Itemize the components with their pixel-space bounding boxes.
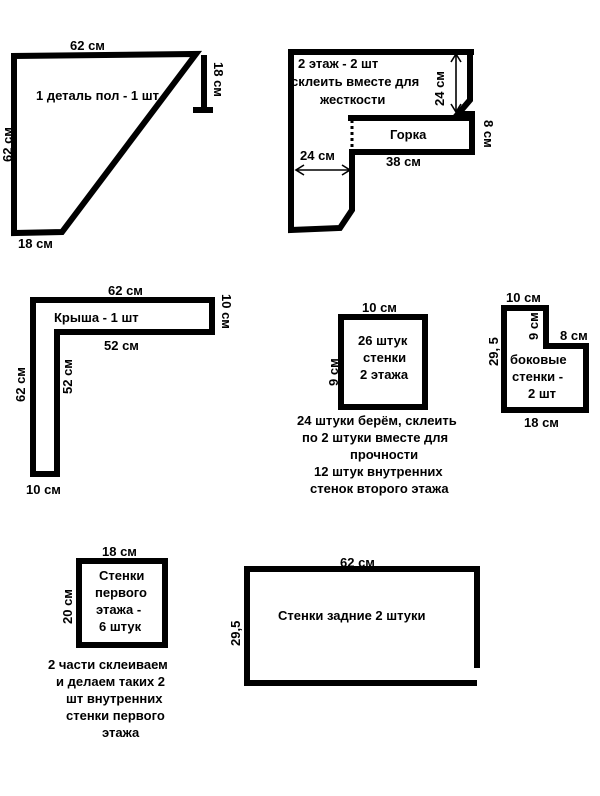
floor-dim-bottom: 18 см: [18, 236, 53, 251]
first-floor-walls-dim-top: 18 см: [102, 544, 137, 559]
second-floor-walls-label-line1: 26 штук: [358, 333, 408, 348]
side-walls-dim-inner-vertical: 9 см: [526, 312, 541, 340]
side-walls-label-line1: боковые: [510, 352, 567, 367]
roof-dim-inner-vertical: 52 см: [60, 359, 75, 394]
second-floor-walls-label-line2: стенки: [363, 350, 406, 365]
second-floor-dim-right: 24 см: [432, 71, 447, 106]
back-walls-piece: 62 см 29,5 Стенки задние 2 штуки: [228, 555, 480, 686]
floor-dim-left: 62 см: [0, 127, 15, 162]
floor-piece: 1 деталь пол - 1 шт 62 см 18 см 62 см 18…: [0, 38, 226, 251]
second-floor-dim-left-arrowhead-left: [294, 164, 305, 176]
second-floor-walls-dim-top: 10 см: [362, 300, 397, 315]
slide-label: Горка: [390, 127, 427, 142]
back-walls-label: Стенки задние 2 штуки: [278, 608, 426, 623]
roof-dim-bottom: 10 см: [26, 482, 61, 497]
roof-dim-top: 62 см: [108, 283, 143, 298]
second-floor-dim-left: 24 см: [300, 148, 335, 163]
slide-dim-height: 8 см: [481, 120, 496, 148]
first-floor-walls-label-line4: 6 штук: [99, 619, 142, 634]
second-floor-dim-left-arrowhead-right: [341, 164, 352, 176]
second-floor-walls-note-line1: 24 штуки берём, склеить: [297, 413, 457, 428]
side-walls-outline: [501, 305, 589, 413]
roof-label: Крыша - 1 шт: [54, 310, 139, 325]
second-floor-label-line2: склеить вместе для: [291, 74, 419, 89]
first-floor-walls-label-line3: этажа -: [96, 602, 141, 617]
roof-dim-right: 10 см: [219, 294, 234, 329]
roof-piece: 62 см 10 см Крыша - 1 шт 52 см 62 см 52 …: [13, 283, 234, 497]
side-walls-dim-step: 8 см: [560, 328, 588, 343]
second-floor-walls-dim-left: 9 см: [326, 358, 341, 386]
first-floor-walls-label-line1: Стенки: [99, 568, 144, 583]
second-floor-walls-outline: [338, 314, 428, 410]
first-floor-walls-dim-left: 20 см: [60, 589, 75, 624]
side-walls-piece: 10 см 29, 5 9 см 8 см боковые стенки - 2…: [486, 290, 589, 430]
back-walls-outline: [244, 566, 477, 686]
slide-dim-width: 38 см: [386, 154, 421, 169]
floor-dim-top: 62 см: [70, 38, 105, 53]
second-floor-walls-note-line5: стенок второго этажа: [310, 481, 449, 496]
second-floor-walls-label-line3: 2 этажа: [360, 367, 409, 382]
first-floor-walls-outline: [76, 558, 168, 648]
floor-dim-right: 18 см: [211, 62, 226, 97]
roof-outline: [30, 297, 215, 477]
first-floor-walls-note-line4: стенки первого: [66, 708, 165, 723]
first-floor-walls-note-line2: и делаем таких 2: [56, 674, 165, 689]
second-floor-walls-note-line2: по 2 штуки вместе для: [302, 430, 448, 445]
side-walls-dim-bottom: 18 см: [524, 415, 559, 430]
second-floor-dim-right-arrowhead-bottom: [450, 103, 462, 114]
first-floor-walls-piece: 18 см 20 см Стенки первого этажа - 6 шту…: [48, 544, 168, 740]
side-walls-dim-left: 29, 5: [486, 337, 501, 366]
second-floor-label-line1: 2 этаж - 2 шт: [298, 56, 378, 71]
second-floor-dim-right-arrowhead-top: [450, 52, 462, 63]
side-walls-dim-top: 10 см: [506, 290, 541, 305]
second-floor-walls-piece: 10 см 9 см 26 штук стенки 2 этажа 24 шту…: [297, 300, 457, 496]
first-floor-walls-note-line1: 2 части склеиваем: [48, 657, 168, 672]
side-walls-label-line3: 2 шт: [528, 386, 556, 401]
first-floor-walls-label-line2: первого: [95, 585, 147, 600]
side-walls-label-line2: стенки -: [512, 369, 563, 384]
second-floor-piece: 2 этаж - 2 шт склеить вместе для жесткос…: [288, 49, 496, 234]
second-floor-walls-note-line4: 12 штук внутренних: [314, 464, 443, 479]
floor-label: 1 деталь пол - 1 шт: [36, 88, 159, 103]
floor-outline: [11, 50, 203, 237]
second-floor-label-line3: жесткости: [319, 92, 385, 107]
second-floor-walls-note-line3: прочности: [350, 447, 418, 462]
second-floor-outline: [288, 49, 475, 234]
back-walls-dim-left: 29,5: [228, 621, 243, 646]
back-walls-dim-top: 62 см: [340, 555, 375, 570]
first-floor-walls-note-line3: шт внутренних: [66, 691, 163, 706]
first-floor-walls-note-line5: этажа: [102, 725, 140, 740]
roof-dim-left: 62 см: [13, 367, 28, 402]
second-floor-step: [451, 49, 475, 117]
roof-dim-inner-horizontal: 52 см: [104, 338, 139, 353]
